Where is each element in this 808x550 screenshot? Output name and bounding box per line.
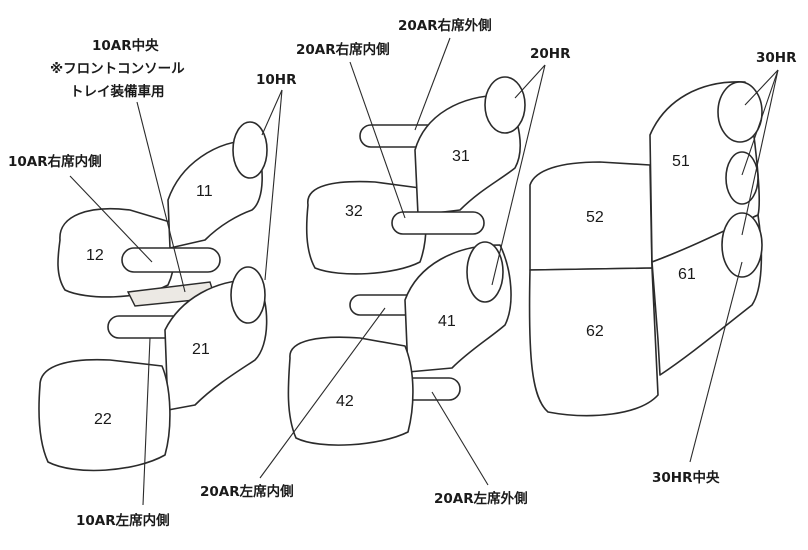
- part-number-31: 31: [452, 148, 470, 165]
- armrest-10ar-right-inner: [121, 247, 221, 273]
- label-10ar-center-line2: ※フロントコンソール: [50, 61, 185, 77]
- headrest-30hr-top: [717, 81, 763, 143]
- headrest-20hr-lower: [466, 241, 504, 303]
- seat-group-1: [38, 121, 268, 472]
- part-number-32: 32: [345, 203, 363, 220]
- seat-group-3: [528, 81, 763, 417]
- part-number-62: 62: [586, 323, 604, 340]
- part-number-51: 51: [672, 153, 690, 170]
- part-number-22: 22: [94, 411, 112, 428]
- armrest-20ar-right-inner: [391, 211, 485, 235]
- label-30hr: 30HR: [756, 50, 797, 66]
- label-10ar-center-line1: 10AR中央: [92, 37, 159, 54]
- headrest-10hr-upper: [232, 121, 268, 179]
- headrest-30hr-bottom: [721, 212, 763, 278]
- part-number-61: 61: [678, 266, 696, 283]
- label-20ar-left-inner: 20AR左席内側: [200, 483, 294, 500]
- label-10ar-left-inner: 10AR左席内側: [76, 512, 170, 529]
- seat-group-2: [287, 76, 526, 446]
- label-20ar-right-outer: 20AR右席外側: [398, 17, 492, 34]
- label-10ar-center-line3: トレイ装備車用: [70, 83, 165, 100]
- headrest-30hr-center: [725, 151, 759, 205]
- leader-lines: [69, 37, 779, 506]
- seat-cushion-32: [305, 180, 427, 275]
- part-number-21: 21: [192, 341, 210, 358]
- part-number-11: 11: [196, 183, 213, 200]
- label-10hr: 10HR: [256, 72, 297, 88]
- part-number-42: 42: [336, 393, 354, 410]
- headrest-10hr-lower: [230, 266, 266, 324]
- label-20ar-left-outer: 20AR左席外側: [434, 490, 528, 507]
- label-20hr: 20HR: [530, 46, 571, 62]
- part-number-12: 12: [86, 247, 104, 264]
- part-number-41: 41: [438, 313, 456, 330]
- seat-cushion-22: [38, 358, 171, 472]
- seat-cushion-12: [57, 208, 176, 298]
- part-number-52: 52: [586, 209, 604, 226]
- label-30hr-center: 30HR中央: [652, 469, 720, 486]
- label-10ar-right-inner: 10AR右席内側: [8, 153, 102, 170]
- seat-cushion-42: [287, 336, 414, 446]
- bench-62: [528, 267, 659, 417]
- headrest-20hr-upper: [484, 76, 526, 134]
- label-20ar-right-inner: 20AR右席内側: [296, 41, 390, 58]
